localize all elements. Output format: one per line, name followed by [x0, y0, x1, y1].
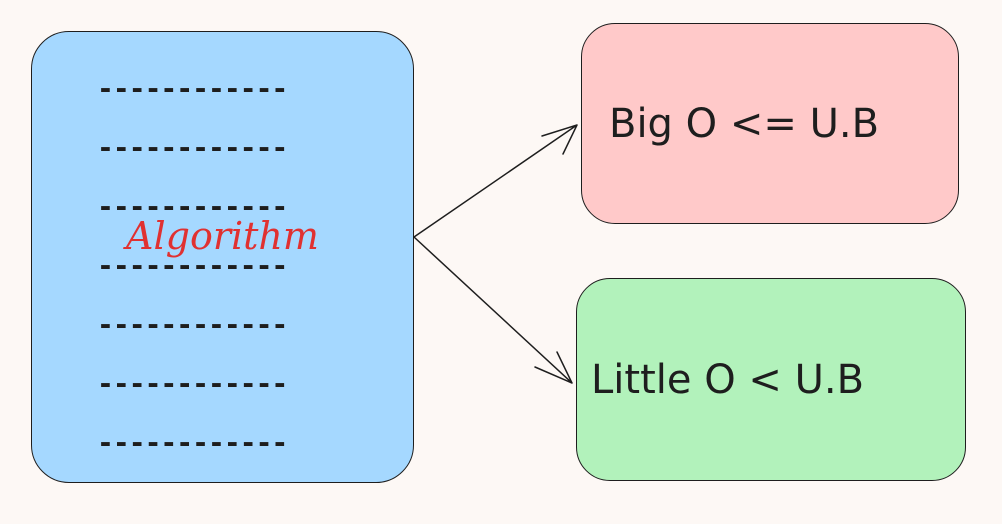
pseudo-code-line: ------------: [97, 433, 288, 453]
arrow-to-little-o: [413, 236, 573, 384]
pseudo-code-line: ------------: [97, 315, 288, 335]
pseudo-code-line: ------------: [97, 256, 288, 276]
big-o-label: Big O <= U.B: [609, 101, 880, 147]
algorithm-box: [31, 31, 414, 483]
little-o-box: [576, 278, 966, 481]
pseudo-code-line: ------------: [97, 79, 288, 99]
arrow-to-big-o: [413, 124, 578, 238]
pseudo-code-line: ------------: [97, 138, 288, 158]
big-o-box: [581, 23, 959, 224]
algorithm-label: Algorithm: [126, 214, 319, 258]
little-o-label: Little O < U.B: [591, 357, 865, 403]
pseudo-code-line: ------------: [97, 197, 288, 217]
pseudo-code-line: ------------: [97, 374, 288, 394]
